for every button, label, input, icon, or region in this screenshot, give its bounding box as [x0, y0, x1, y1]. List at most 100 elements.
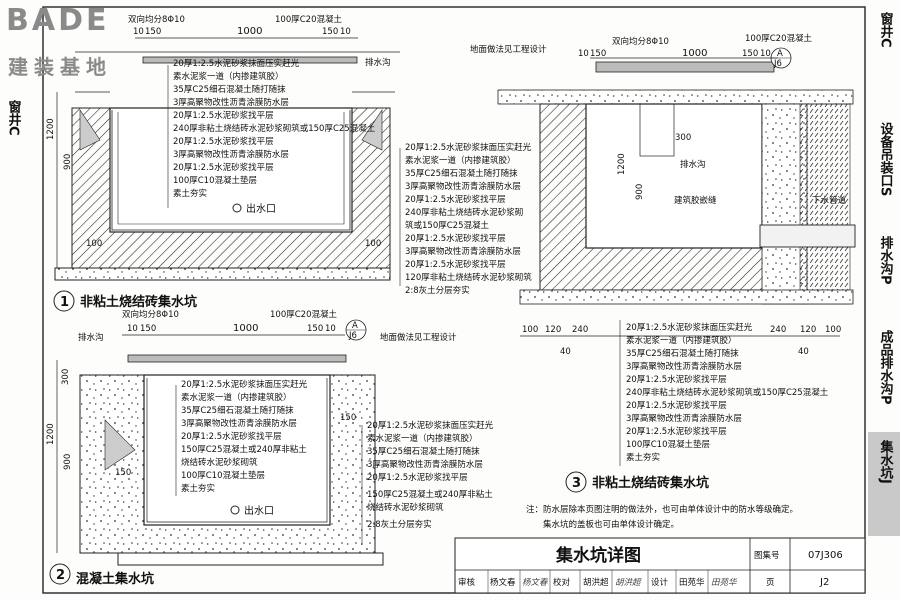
svg-text:100: 100: [522, 325, 538, 335]
svg-text:120: 120: [800, 325, 816, 335]
svg-text:240: 240: [770, 325, 786, 335]
svg-text:素土夯实: 素土夯实: [626, 452, 660, 463]
svg-text:素土夯实: 素土夯实: [173, 188, 207, 199]
svg-text:150厚C25混凝土或240厚非粘土: 150厚C25混凝土或240厚非粘土: [367, 489, 493, 500]
svg-text:1200: 1200: [46, 423, 56, 445]
svg-text:150: 150: [140, 324, 156, 334]
d1-cover-slab: [142, 56, 358, 64]
d3-dim-300: 300: [675, 133, 691, 143]
side-tab-sump-pit[interactable]: 集水坑J: [878, 439, 895, 483]
svg-text:3厚高聚物改性沥青涂膜防水层: 3厚高聚物改性沥青涂膜防水层: [181, 418, 297, 429]
svg-text:35厚C25细石混凝土随打随抹: 35厚C25细石混凝土随打随抹: [626, 348, 739, 359]
svg-text:10: 10: [340, 27, 351, 37]
svg-text:10: 10: [133, 27, 144, 37]
detail-3: 地面做法见工程设计 双向均分8Φ10 100厚C20混凝土 A J6 10 15…: [470, 33, 856, 493]
title-block: 集水坑详图 图集号 07J306 审核 杨文春 杨文春 校对 胡洪超 胡洪超 设…: [454, 537, 866, 594]
side-tab-hoist-opening[interactable]: 设备吊装口S: [878, 122, 895, 196]
svg-text:烧结砖水泥砂浆砌筑: 烧结砖水泥砂浆砌筑: [367, 502, 444, 513]
d3-pipe-label: 下水管道: [812, 195, 847, 206]
svg-text:100: 100: [86, 239, 102, 249]
svg-text:设计: 设计: [651, 577, 669, 588]
svg-text:3厚高聚物改性沥青涂膜防水层: 3厚高聚物改性沥青涂膜防水层: [173, 97, 289, 108]
d3-sealant-label: 建筑胶嵌缝: [674, 195, 717, 206]
d1-top-dims: 10 150 1000 150 10: [133, 26, 358, 39]
d2-layer-callouts: 20厚1:2.5水泥砂浆抹面压实赶光 素水泥浆一道（内掺建筑胶） 35厚C25细…: [175, 379, 308, 496]
left-side-tab: 窗井C: [6, 99, 22, 135]
d2-slab-note: 100厚C20混凝土: [270, 309, 337, 320]
d2-number: 2: [56, 568, 65, 583]
svg-text:3厚高聚物改性沥青涂膜防水层: 3厚高聚物改性沥青涂膜防水层: [173, 149, 289, 160]
svg-text:校对: 校对: [553, 577, 571, 588]
side-tab-precast-drain[interactable]: 成品排水沟P: [878, 329, 894, 404]
svg-text:40: 40: [798, 347, 809, 357]
svg-text:35厚C25细石混凝土随打随抹: 35厚C25细石混凝土随打随抹: [367, 446, 480, 457]
d3-ground-note: 地面做法见工程设计: [470, 44, 547, 55]
d1-base-slab: [54, 267, 391, 281]
svg-text:20厚1:2.5水泥砂浆找平层: 20厚1:2.5水泥砂浆找平层: [173, 110, 274, 121]
atlas-number: 07J306: [808, 550, 843, 561]
d2-right-layer-callouts: 20厚1:2.5水泥砂浆抹面压实赶光 素水泥浆一道（内掺建筑胶） 35厚C25细…: [361, 420, 494, 545]
svg-text:20厚1:2.5水泥砂浆找平层: 20厚1:2.5水泥砂浆找平层: [405, 233, 506, 244]
svg-text:100厚C10混凝土垫层: 100厚C10混凝土垫层: [173, 175, 257, 186]
d3-cover-slab: [595, 61, 775, 73]
sheet-title: 集水坑详图: [555, 545, 641, 566]
svg-text:J6: J6: [773, 59, 782, 69]
side-tab-window-well[interactable]: 窗井C: [878, 11, 894, 47]
d3-top-note: 双向均分8Φ10: [612, 36, 669, 47]
svg-text:120厚非粘土烧结砖水泥砂浆砌筑: 120厚非粘土烧结砖水泥砂浆砌筑: [405, 272, 532, 283]
side-tab-drain-ditch[interactable]: 排水沟P: [878, 235, 894, 284]
note-line-2: 集水坑的盖板也可由单体设计确定。: [543, 519, 679, 530]
svg-text:100厚C10混凝土垫层: 100厚C10混凝土垫层: [181, 470, 265, 481]
svg-text:素水泥浆一道（内掺建筑胶）: 素水泥浆一道（内掺建筑胶）: [626, 335, 737, 346]
general-note: 注：防水层除本页图注明的做法外，也可由单体设计中的防水等级确定。 集水坑的盖板也…: [526, 504, 798, 530]
d1-top-note: 双向均分8Φ10: [128, 14, 185, 25]
svg-text:20厚1:2.5水泥砂浆找平层: 20厚1:2.5水泥砂浆找平层: [626, 374, 727, 385]
svg-text:2:8灰土分层夯实: 2:8灰土分层夯实: [405, 285, 470, 296]
d1-pit-cavity: [109, 107, 353, 233]
svg-text:35厚C25细石混凝土随打随抹: 35厚C25细石混凝土随打随抹: [405, 168, 518, 179]
d3-layer-callouts: 20厚1:2.5水泥砂浆抹面压实赶光 素水泥浆一道（内掺建筑胶） 35厚C25细…: [619, 320, 829, 466]
svg-text:100厚C10混凝土垫层: 100厚C10混凝土垫层: [626, 439, 710, 450]
d3-drain-pipe: [759, 224, 856, 248]
check-signature: 胡洪超: [615, 577, 642, 588]
svg-text:1000: 1000: [682, 48, 707, 59]
svg-text:1000: 1000: [237, 26, 262, 37]
svg-text:A: A: [777, 49, 783, 59]
d1-outlet-label: 出水口: [246, 202, 276, 215]
svg-text:150: 150: [115, 468, 131, 478]
svg-text:20厚1:2.5水泥砂浆找平层: 20厚1:2.5水泥砂浆找平层: [405, 259, 506, 270]
d1-slab-note: 100厚C20混凝土: [275, 14, 342, 25]
svg-text:240厚非粘土烧结砖水泥砂浆砌: 240厚非粘土烧结砖水泥砂浆砌: [405, 207, 523, 218]
review-signature: 杨文春: [522, 577, 549, 588]
svg-text:20厚1:2.5水泥砂浆抹面压实赶光: 20厚1:2.5水泥砂浆抹面压实赶光: [173, 58, 300, 69]
middle-layer-callouts: 20厚1:2.5水泥砂浆抹面压实赶光 素水泥浆一道（内掺建筑胶） 35厚C25细…: [399, 142, 532, 296]
d1-title: 非粘土烧结砖集水坑: [80, 294, 197, 310]
d2-pit-cavity: [143, 374, 331, 526]
logo-subtitle: 建装基地: [8, 55, 112, 79]
side-tab-active-bg: [868, 432, 900, 536]
svg-text:10: 10: [760, 49, 771, 59]
detail-1: 出水口 双向均分8Φ10 100厚C20混凝土 排水沟 10 150 1000 …: [46, 14, 400, 312]
note-line-1: 注：防水层除本页图注明的做法外，也可由单体设计中的防水等级确定。: [526, 504, 798, 515]
svg-text:900: 900: [63, 454, 73, 470]
page-number: J2: [819, 577, 829, 588]
d2-outlet-mark: [230, 505, 240, 515]
svg-text:3厚高聚物改性沥青涂膜防水层: 3厚高聚物改性沥青涂膜防水层: [626, 413, 742, 424]
svg-text:杨文春: 杨文春: [490, 577, 516, 588]
d3-slab-note: 100厚C20混凝土: [745, 33, 812, 44]
d2-top-dims: 10 150 1000 150 10: [122, 323, 345, 336]
d3-title: 非粘土烧结砖集水坑: [592, 475, 709, 491]
d2-outlet-label: 出水口: [244, 504, 274, 517]
svg-text:150: 150: [145, 27, 161, 37]
d3-top-dims: 10 150 1000 150 10: [578, 48, 778, 59]
d3-dim-900: 900: [635, 184, 645, 200]
d2-ground-note: 地面做法见工程设计: [380, 332, 457, 343]
logo-mark: BADE: [6, 3, 109, 38]
design-signature: 田苑华: [711, 577, 738, 588]
atlas-label: 图集号: [754, 550, 780, 561]
svg-text:900: 900: [63, 154, 73, 170]
svg-text:20厚1:2.5水泥砂浆找平层: 20厚1:2.5水泥砂浆找平层: [173, 136, 274, 147]
svg-text:2:8灰土分层夯实: 2:8灰土分层夯实: [367, 519, 432, 530]
svg-text:120: 120: [545, 325, 561, 335]
